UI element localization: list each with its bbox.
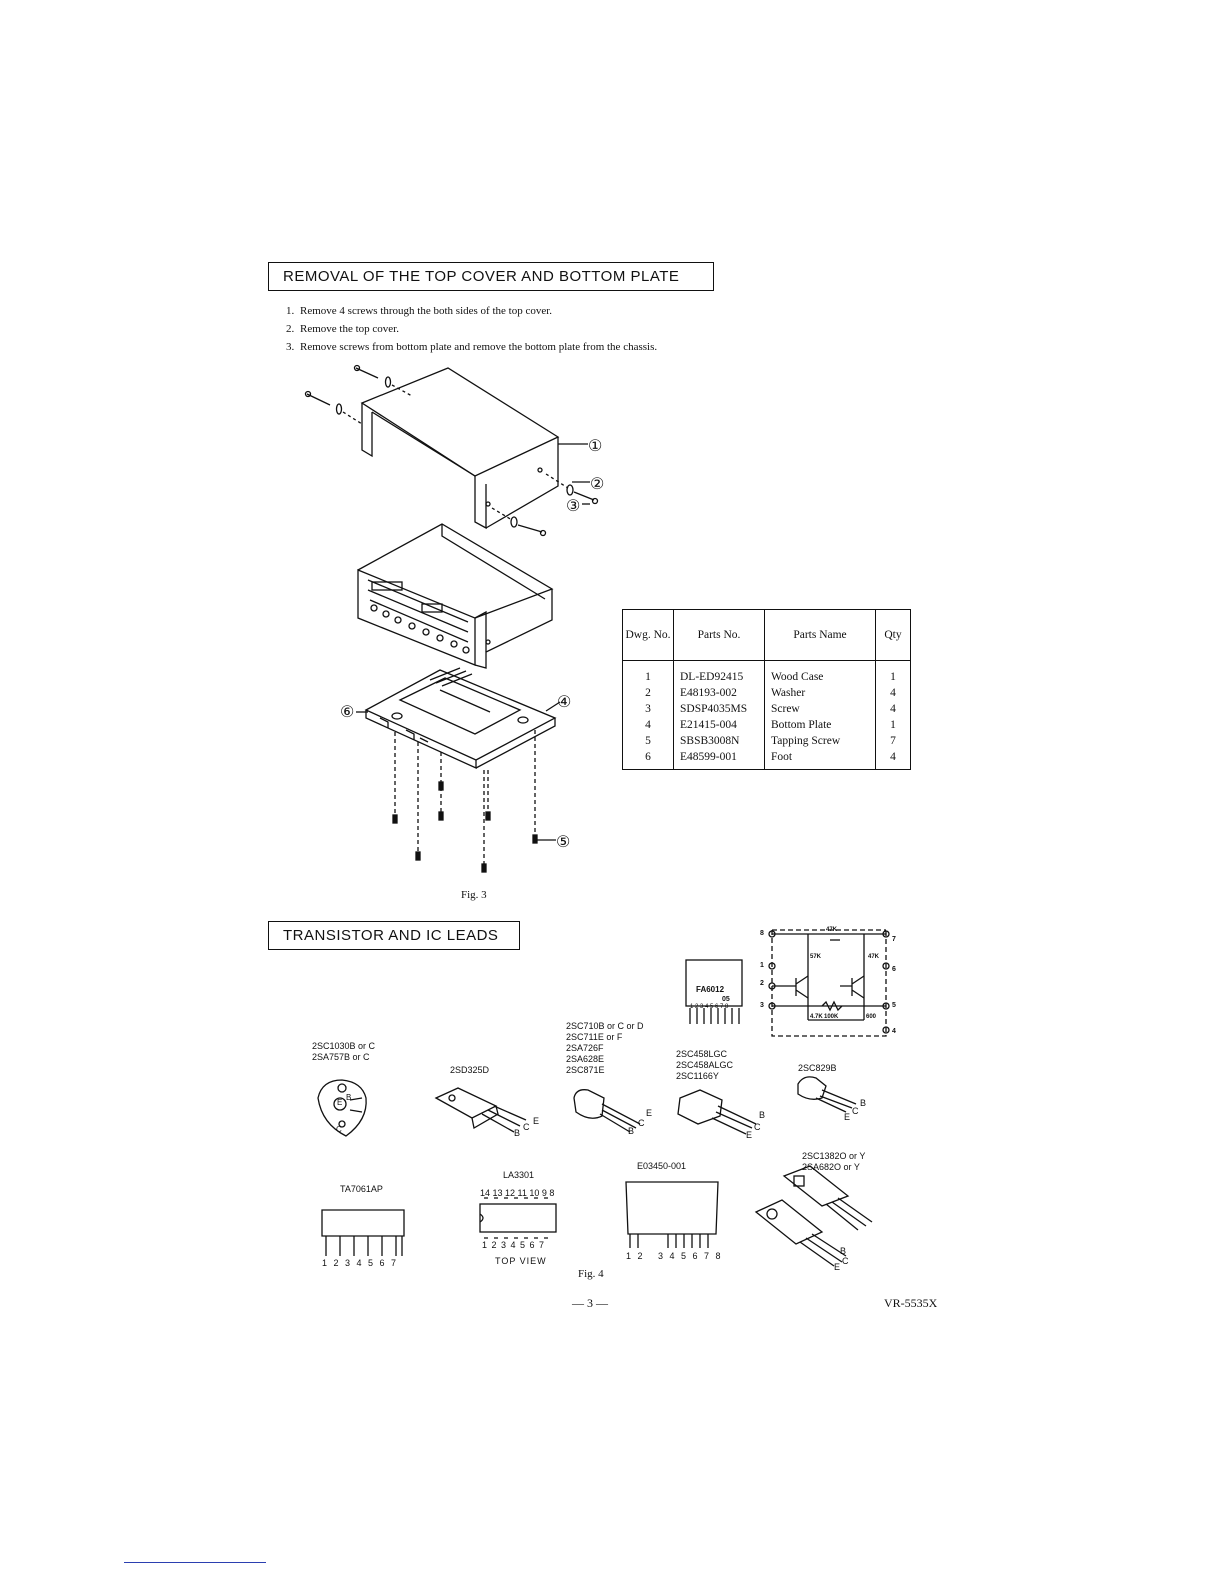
module-ic-package bbox=[625, 1181, 719, 1248]
schematic-pin: 3 bbox=[760, 1002, 764, 1009]
resistor-label: 57K bbox=[810, 954, 822, 960]
component-label-2sc829b: 2SC829B bbox=[798, 1063, 837, 1073]
component-label-2sc710b: 2SC710B or C or D 2SC711E or F 2SA726F 2… bbox=[566, 1021, 644, 1075]
column-header: Parts Name bbox=[764, 609, 876, 661]
component-label-2sc1030b: 2SC1030B or C 2SA757B or C bbox=[312, 1041, 376, 1062]
la3301-pin-numbers-bottom: 1 2 3 4 5 6 7 bbox=[482, 1240, 546, 1250]
section-title-removal: REMOVAL OF THE TOP COVER AND BOTTOM PLAT… bbox=[268, 262, 714, 291]
removal-steps: 1.Remove 4 screws through the both sides… bbox=[286, 305, 657, 359]
callout-6: ⑥ bbox=[340, 704, 355, 721]
schematic-pin: 6 bbox=[892, 966, 896, 973]
callout-4: ④ bbox=[557, 694, 572, 711]
chassis-drawing bbox=[357, 523, 554, 669]
section-title-leads: TRANSISTOR AND IC LEADS bbox=[268, 921, 520, 950]
component-label-2sd325d: 2SD325D bbox=[450, 1065, 490, 1075]
schematic-pin: 4 bbox=[892, 1028, 896, 1035]
resistor-label: 47K bbox=[868, 954, 880, 960]
resistor-label: 4.7K bbox=[810, 1014, 823, 1020]
ic-marking: FA6012 bbox=[696, 985, 725, 994]
screw-set-left bbox=[304, 364, 413, 425]
la3301-pin-numbers-top: 14 13 12 11 10 9 8 bbox=[480, 1188, 555, 1198]
column-header: Dwg. No. bbox=[622, 609, 674, 661]
lead-e: E bbox=[646, 1108, 653, 1118]
resistor-label: 100K bbox=[824, 1014, 839, 1020]
resistor-label: 47K bbox=[826, 927, 838, 933]
schematic-pin: 1 bbox=[760, 962, 764, 969]
lead-b: B bbox=[759, 1110, 766, 1120]
step-item: 1.Remove 4 screws through the both sides… bbox=[286, 305, 553, 317]
column-header: Qty bbox=[875, 609, 911, 661]
component-label-2sc1382o: 2SC1382O or Y 2SA682O or Y bbox=[802, 1151, 866, 1172]
table-header-row: Dwg. No. Parts No. Parts Name Qty bbox=[622, 609, 911, 661]
screw-heads bbox=[392, 781, 538, 873]
lead-c: C bbox=[842, 1256, 849, 1266]
e03450-pin-numbers: 1 2 3 4 5 6 7 8 bbox=[626, 1251, 723, 1261]
to3-package bbox=[317, 1079, 367, 1137]
wood-case-drawing bbox=[360, 367, 560, 530]
lead-e: E bbox=[746, 1130, 753, 1140]
dip-ic-package bbox=[479, 1197, 557, 1239]
lead-e: E bbox=[337, 1098, 343, 1107]
hybrid-ic-package bbox=[685, 959, 743, 1024]
ic-marking-suffix: 05 bbox=[722, 996, 730, 1003]
figure-caption-4: Fig. 4 bbox=[578, 1268, 604, 1280]
page-number: — 3 — bbox=[572, 1296, 608, 1310]
ta7061ap-pin-numbers: 1 2 3 4 5 6 7 bbox=[322, 1258, 399, 1268]
component-label-e03450: E03450-001 bbox=[637, 1161, 687, 1171]
model-number: VR-5535X bbox=[884, 1296, 938, 1310]
component-label-la3301: LA3301 bbox=[503, 1170, 535, 1180]
component-label-2sc458lgc: 2SC458LGC 2SC458ALGC 2SC1166Y bbox=[676, 1049, 734, 1081]
ic-pin-marks: 1 2 3 4 5 6 7 8 bbox=[690, 1004, 729, 1010]
bottom-rule bbox=[124, 1562, 266, 1563]
tapping-screws bbox=[394, 730, 536, 864]
to220-package bbox=[434, 1087, 527, 1133]
lead-b: B bbox=[860, 1098, 867, 1108]
la3301-view-label: TOP VIEW bbox=[495, 1256, 547, 1266]
bottom-plate-drawing bbox=[364, 667, 557, 770]
component-label-ta7061ap: TA7061AP bbox=[340, 1184, 383, 1194]
resistor-label: 600 bbox=[866, 1014, 877, 1020]
hybrid-ic-schematic bbox=[768, 929, 890, 1037]
to92-package bbox=[573, 1089, 641, 1133]
lead-c: C bbox=[754, 1122, 761, 1132]
step-item: 3.Remove screws from bottom plate and re… bbox=[286, 341, 658, 353]
callout-5: ⑤ bbox=[556, 834, 571, 851]
lead-c: C bbox=[638, 1118, 645, 1128]
lead-c: C bbox=[852, 1106, 859, 1116]
lead-e: E bbox=[533, 1116, 540, 1126]
callout-1: ① bbox=[588, 438, 603, 455]
lead-e: E bbox=[844, 1112, 851, 1122]
lead-b: B bbox=[840, 1246, 847, 1256]
sip-ic-package bbox=[321, 1209, 405, 1256]
schematic-pin: 8 bbox=[760, 930, 764, 937]
lead-b: B bbox=[628, 1126, 635, 1136]
step-item: 2.Remove the top cover. bbox=[286, 323, 399, 335]
callout-2: ② bbox=[590, 476, 605, 493]
lead-c: C bbox=[336, 1125, 342, 1134]
small-transistor-package bbox=[797, 1076, 857, 1113]
lead-b: B bbox=[346, 1093, 352, 1102]
lead-b: B bbox=[514, 1128, 521, 1138]
schematic-pin: 5 bbox=[892, 1002, 896, 1009]
schematic-pin: 7 bbox=[892, 936, 896, 943]
screw-set-right bbox=[491, 473, 599, 537]
callout-3: ③ bbox=[566, 498, 581, 515]
schematic-pin: 2 bbox=[760, 980, 764, 987]
flat-transistor-package bbox=[677, 1089, 757, 1135]
lead-c: C bbox=[523, 1122, 530, 1132]
column-header: Parts No. bbox=[673, 609, 765, 661]
figure-caption-3: Fig. 3 bbox=[461, 889, 487, 901]
power-transistor-package bbox=[754, 1165, 873, 1267]
lead-e: E bbox=[834, 1262, 841, 1272]
